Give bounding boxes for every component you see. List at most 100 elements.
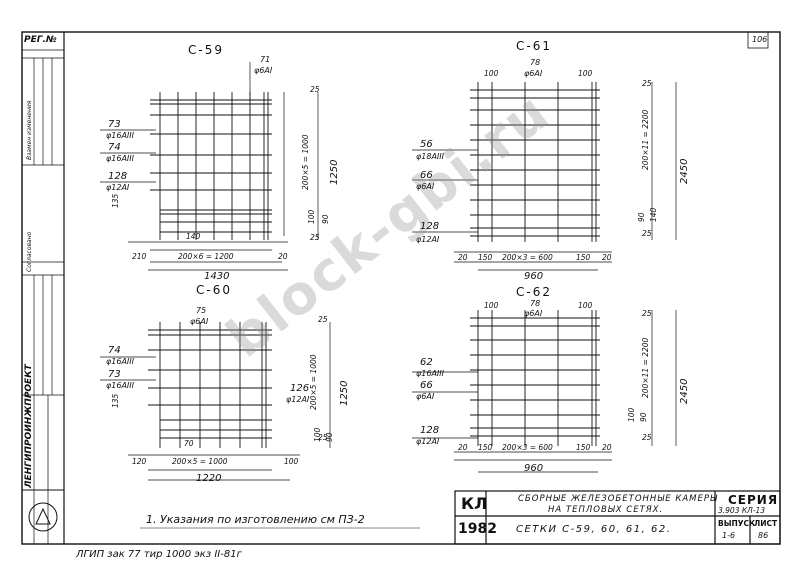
page-number: 106 [752,35,768,44]
c61-bar3-no: 128 [420,221,440,232]
print-note: ЛГИП зак 77 тир 1000 экз II-81г [76,549,242,560]
c62-dim-100a: 100 [484,301,499,310]
c62-dim-150a: 150 [478,443,493,452]
c60-dim-v-total: 1250 [339,380,350,406]
c59-bar3-no: 128 [108,171,128,182]
c59-bar-top-d: φ6АI [254,66,273,75]
c61-bar-top-d: φ6АI [524,69,543,78]
c62-dim-spacing: 200×3 = 600 [502,443,553,452]
c60-bar-top-d: φ6АI [190,317,209,326]
c59-dim-v-total: 1250 [329,159,340,185]
c62-dim-25a: 25 [642,309,652,318]
tb-list-value: 86 [758,531,769,540]
c61-dim-100a: 100 [484,69,499,78]
c61-bar-top-no: 78 [530,58,541,67]
tb-mark: КЛ [461,494,488,513]
c59-dim-135: 135 [111,193,120,208]
c59-dim-25a: 25 [310,85,320,94]
c62-dim-150b: 150 [576,443,591,452]
c60-dim-135: 135 [111,393,120,408]
stamp-institute: ЛЕНГИПРОИНЖПРОЕКТ [24,364,34,488]
c61-bar1-no: 56 [420,139,433,150]
c60-dim-25b: 25 [318,433,328,442]
c61-dim-25b: 25 [642,229,652,238]
c61-dim-90: 90 [637,212,646,222]
c62-dim-25b: 25 [642,433,652,442]
c60-dim-left: 120 [132,457,147,466]
c60-dim-spacing: 200×5 = 1000 [172,457,228,466]
c62-dim-v-spacing: 200×11 = 2200 [641,337,650,398]
c61-dim-spacing: 200×3 = 600 [502,253,553,262]
stamp-change: Взамен изменения [26,100,33,160]
c59-dim-right: 20 [278,252,288,261]
c60-title: С-60 [196,283,232,297]
c59-dim-spacing: 200×6 = 1200 [178,252,234,261]
c62-dim-100b: 100 [578,301,593,310]
c59-bar1-d: φ16АIII [106,131,135,140]
c62-bar1-d: φ16АIII [416,369,445,378]
c60-bar3-d: φ12АI [286,395,310,404]
c62-dim-right: 20 [602,443,612,452]
c61-bar2-no: 66 [420,170,433,181]
c61-dim-total: 960 [524,271,544,282]
c61-dim-v-spacing: 200×11 = 2200 [641,109,650,170]
c62-bar2-no: 66 [420,380,433,391]
c62-title: С-62 [516,285,552,299]
c61-bar2-d: φ6АI [416,182,435,191]
c62-dim-100: 100 [627,407,636,422]
c60-dim-right: 100 [284,457,299,466]
c59-bar2-no: 74 [108,142,121,153]
c60-dim-100: 100 [313,427,322,442]
c61-bar1-d: φ18АIII [416,152,445,161]
reg-number: РЕГ.№ [24,35,57,45]
tb-series-label: СЕРИЯ [728,493,779,507]
c62-dim-v-total: 2450 [679,378,690,404]
c59-dim-25b: 25 [310,233,320,242]
c61-bar3-d: φ12АI [416,235,440,244]
c60-bar1-no: 74 [108,345,121,356]
c62-bar-top-d: φ6АI [524,309,543,318]
c61-title: С-61 [516,39,552,53]
c61-dim-25a: 25 [642,79,652,88]
tb-list-label: ЛИСТ [754,519,778,528]
tb-issue-label: ВЫПУСК [718,519,756,528]
tb-name-1: СБОРНЫЕ ЖЕЛЕЗОБЕТОННЫЕ КАМЕРЫ [518,494,718,504]
c62-bar2-d: φ6АI [416,392,435,401]
c59-title: С-59 [188,43,224,57]
c59-dim-v-spacing: 200×5 = 1000 [301,134,310,190]
c61-dim-150a: 150 [478,253,493,262]
c62-dim-total: 960 [524,463,544,474]
c62-bar-top-no: 78 [530,299,541,308]
stamp-approved: Согласовано [26,231,33,272]
c60-dim-70: 70 [184,439,194,448]
c60-dim-v-spacing: 200×5 = 1000 [309,354,318,410]
tb-sheet-title: СЕТКИ С-59, 60, 61, 62. [516,524,672,535]
c59-bar1-no: 73 [108,119,121,130]
c59-dim-left: 210 [132,252,147,261]
c60-bar2-d: φ16АIII [106,381,135,390]
c59-dim-90: 90 [321,214,330,224]
c59-dim-140: 140 [186,232,201,241]
c60-bar3-no: 126 [290,383,310,394]
tb-issue-value: 1-6 [722,531,736,540]
tb-name-2: НА ТЕПЛОВЫХ СЕТЯХ. [548,505,664,515]
c62-bar3-d: φ12АI [416,437,440,446]
c62-bar1-no: 62 [420,357,433,368]
general-note: 1. Указания по изготовлению см ПЗ-2 [146,513,365,526]
c61-dim-left: 20 [458,253,468,262]
c59-dim-100: 100 [307,209,316,224]
c61-dim-v-total: 2450 [679,158,690,184]
c59-bar2-d: φ16АIII [106,154,135,163]
c59-bar-top-no: 71 [260,55,271,64]
c61-dim-right: 20 [602,253,612,262]
c62-dim-90: 90 [639,412,648,422]
c61-dim-140: 140 [649,207,658,222]
c62-dim-left: 20 [458,443,468,452]
c61-dim-150b: 150 [576,253,591,262]
c60-bar1-d: φ16АIII [106,357,135,366]
c60-bar-top-no: 75 [196,306,207,315]
c60-bar2-no: 73 [108,369,121,380]
c59-dim-total: 1430 [204,271,230,282]
c62-bar3-no: 128 [420,425,440,436]
